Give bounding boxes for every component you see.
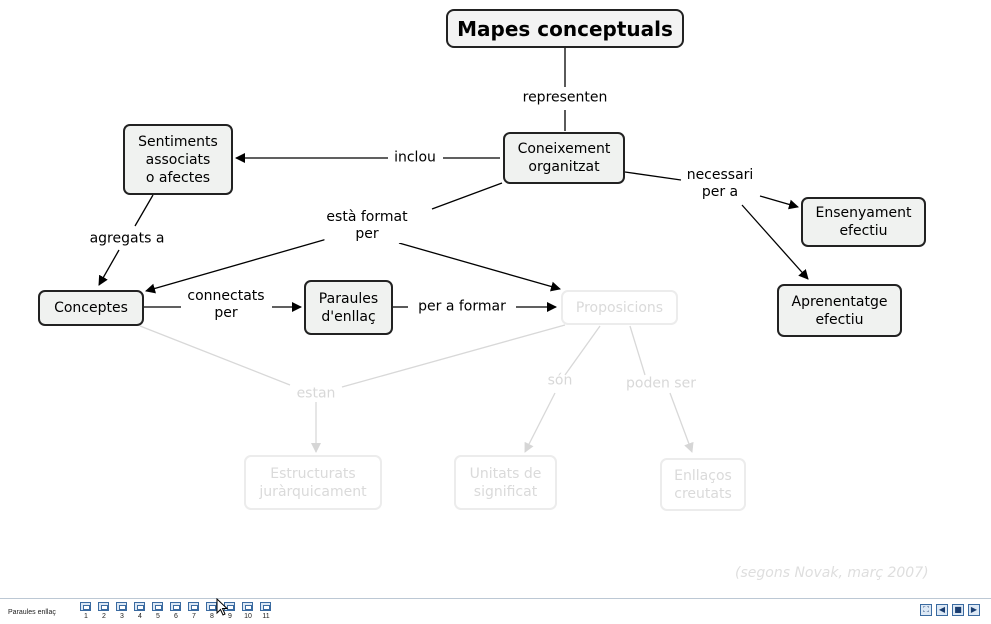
concept-title[interactable]: Mapes conceptuals [446, 9, 684, 48]
arrow-agregats-conceptes [98, 249, 120, 286]
slide-title: Paraules enllaç [8, 609, 56, 616]
slide-thumbnail-icon [98, 602, 109, 611]
slide-thumbnail-7[interactable]: 7 [186, 602, 204, 624]
slide-number: 3 [120, 613, 124, 620]
link-inclou[interactable]: inclou [392, 149, 438, 167]
concept-enllacos[interactable]: Enllaços creutats [660, 458, 746, 511]
mouse-cursor-icon [216, 598, 229, 616]
next-icon[interactable]: ▶ [968, 604, 980, 616]
slide-thumbnail-icon [134, 602, 145, 611]
link-representen[interactable]: representen [520, 89, 610, 107]
slide-number: 1 [84, 613, 88, 620]
slide-thumbnail-icon [188, 602, 199, 611]
slide-thumbnail-5[interactable]: 5 [150, 602, 168, 624]
slide-thumbnail-4[interactable]: 4 [132, 602, 150, 624]
slide-thumbnail-11[interactable]: 11 [258, 602, 276, 624]
concept-conceptes[interactable]: Conceptes [38, 290, 144, 326]
link-necessari[interactable]: necessari per a [684, 167, 756, 201]
slide-thumbnails: 1 2 3 4 5 6 7 8 9 10 11 [78, 602, 276, 624]
concept-coneixement[interactable]: Coneixement organitzat [503, 132, 625, 184]
stop-icon[interactable]: ■ [952, 604, 964, 616]
slide-number: 5 [156, 613, 160, 620]
slide-number: 2 [102, 613, 106, 620]
arrow-format-proposicions [398, 242, 561, 292]
slide-thumbnail-icon [170, 602, 181, 611]
line-proposicions-poden [629, 325, 646, 376]
slide-thumbnail-10[interactable]: 10 [240, 602, 258, 624]
slide-thumbnail-icon [116, 602, 127, 611]
slide-number: 9 [228, 613, 232, 620]
arrow-poden-enllacos [669, 392, 694, 453]
slide-thumbnail-6[interactable]: 6 [168, 602, 186, 624]
line-coneixement-necessari [624, 171, 682, 181]
arrow-son-unitats [524, 392, 556, 453]
slide-thumbnail-icon [260, 602, 271, 611]
line-proposicions-estan [341, 324, 566, 388]
line-sentiments-agregats [134, 194, 154, 227]
slide-number: 7 [192, 613, 196, 620]
concept-proposicions[interactable]: Proposicions [561, 290, 678, 325]
arrow-format-conceptes [145, 236, 335, 294]
arrow-necessari-ensenyament [759, 195, 799, 210]
concept-estructurats[interactable]: Estructurats juràrquicament [244, 455, 382, 510]
line-coneixement-format [431, 182, 503, 210]
slide-thumbnail-1[interactable]: 1 [78, 602, 96, 624]
playback-controls: ⛶ ◀ ■ ▶ [920, 604, 980, 616]
slide-thumbnail-icon [242, 602, 253, 611]
slide-number: 4 [138, 613, 142, 620]
concept-paraules[interactable]: Paraules d'enllaç [304, 280, 393, 335]
concept-aprenentatge[interactable]: Aprenentatge efectiu [777, 284, 902, 337]
concept-ensenyament[interactable]: Ensenyament efectiu [801, 197, 926, 247]
connector-lines [98, 48, 809, 453]
link-agregats[interactable]: agregats a [87, 230, 167, 248]
slide-thumbnail-2[interactable]: 2 [96, 602, 114, 624]
concept-map: Mapes conceptuals Coneixement organitzat… [38, 9, 929, 581]
slide-thumbnail-icon [80, 602, 91, 611]
link-connectats[interactable]: connectats per [185, 288, 267, 322]
slide-number: 10 [244, 613, 252, 620]
fit-view-icon[interactable]: ⛶ [920, 604, 932, 616]
slide-number: 8 [210, 613, 214, 620]
link-poden-ser[interactable]: poden ser [626, 375, 696, 392]
arrow-necessari-aprenentatge [741, 204, 809, 280]
line-proposicions-son [564, 325, 601, 376]
link-son[interactable]: són [547, 372, 573, 389]
concept-unitats[interactable]: Unitats de significat [454, 455, 557, 510]
slide-number: 11 [262, 613, 270, 620]
line-conceptes-estan [139, 325, 291, 386]
link-format[interactable]: està format per [324, 209, 410, 243]
presentation-toolbar: Paraules enllaç 1 2 3 4 5 6 7 8 9 10 11 ⛶ ◀ ■ ▶ [0, 598, 991, 624]
concept-sentiments[interactable]: Sentiments associats o afectes [123, 124, 233, 195]
credit-text: (segons Novak, març 2007) [735, 565, 929, 581]
slide-thumbnail-icon [152, 602, 163, 611]
previous-icon[interactable]: ◀ [936, 604, 948, 616]
slide-thumbnail-3[interactable]: 3 [114, 602, 132, 624]
link-estan[interactable]: estan [296, 385, 336, 402]
slide-number: 6 [174, 613, 178, 620]
link-per-a-formar[interactable]: per a formar [416, 298, 508, 316]
